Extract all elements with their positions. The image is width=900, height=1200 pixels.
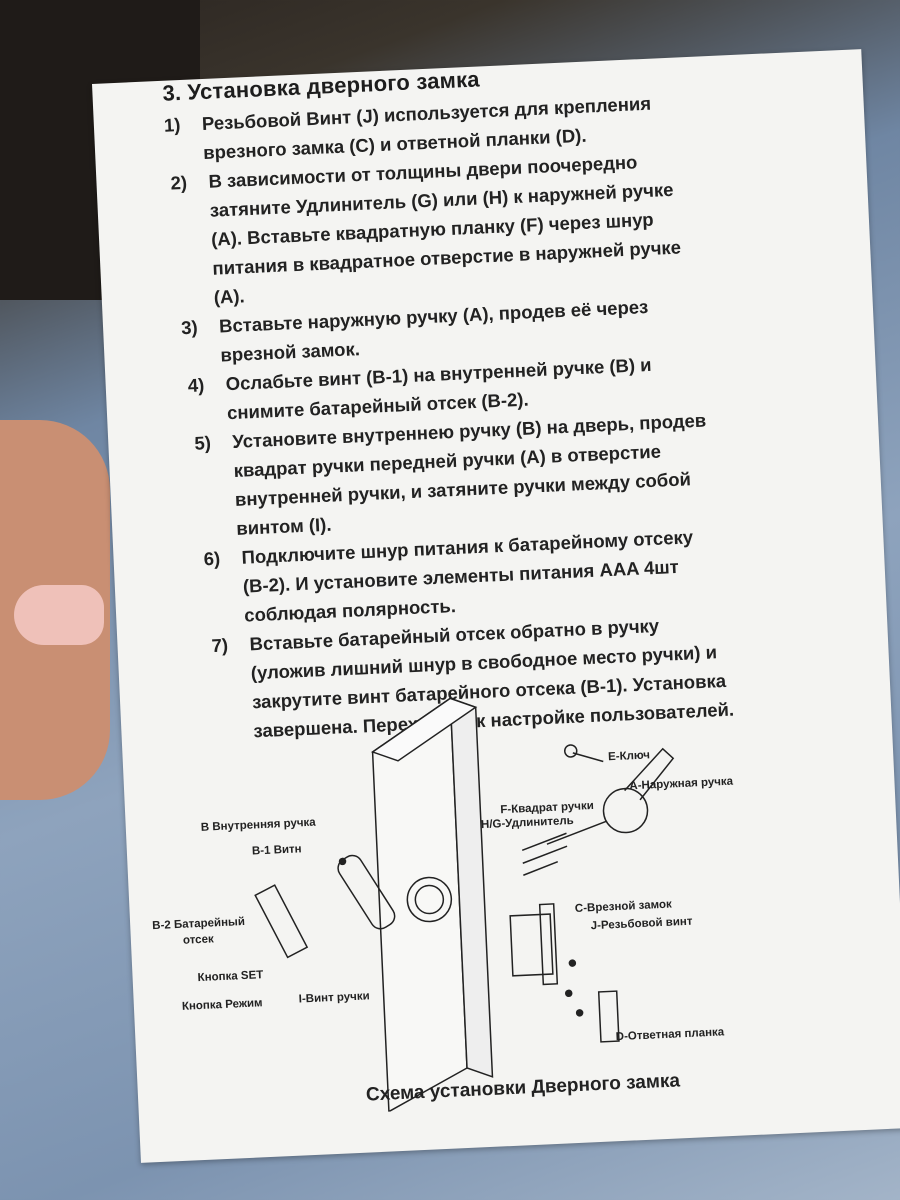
label-key: E-Ключ	[607, 749, 651, 764]
label-b1-screw: B-1 Витн	[251, 843, 302, 858]
step-text: В зависимости от толщины двери поочередн…	[208, 146, 683, 312]
extender-icon	[521, 832, 568, 876]
step-number: 5)	[193, 431, 212, 454]
battery-compartment-icon	[254, 884, 309, 959]
outer-handle-icon	[546, 747, 675, 845]
instructions: 3. Установка дверного замка 1)Резьбовой …	[162, 50, 872, 748]
lock-diagram-drawing	[254, 696, 675, 1113]
key-icon	[563, 744, 604, 763]
step-number: 2)	[170, 171, 188, 194]
step-number: 3)	[180, 316, 199, 339]
fingernail	[14, 585, 104, 645]
step-number: 4)	[187, 374, 205, 396]
door-icon	[370, 696, 494, 1113]
instruction-sheet: 3. Установка дверного замка 1)Резьбовой …	[92, 49, 900, 1163]
inner-handle-icon	[337, 854, 453, 930]
label-battery-2: отсек	[182, 933, 214, 947]
step-number: 6)	[203, 547, 221, 570]
screws-icon	[338, 857, 584, 1017]
strike-plate-icon	[597, 990, 620, 1043]
step-text: Установите внутреннею ручку (B) на дверь…	[232, 406, 711, 543]
mortise-lock-icon	[509, 903, 559, 986]
step-number: 1)	[163, 114, 181, 136]
installation-diagram: B Внутренняя ручка B-1 Витн B-2 Батарейн…	[120, 668, 900, 1122]
steps-list: 1)Резьбовой Винт (J) используется для кр…	[163, 80, 871, 748]
